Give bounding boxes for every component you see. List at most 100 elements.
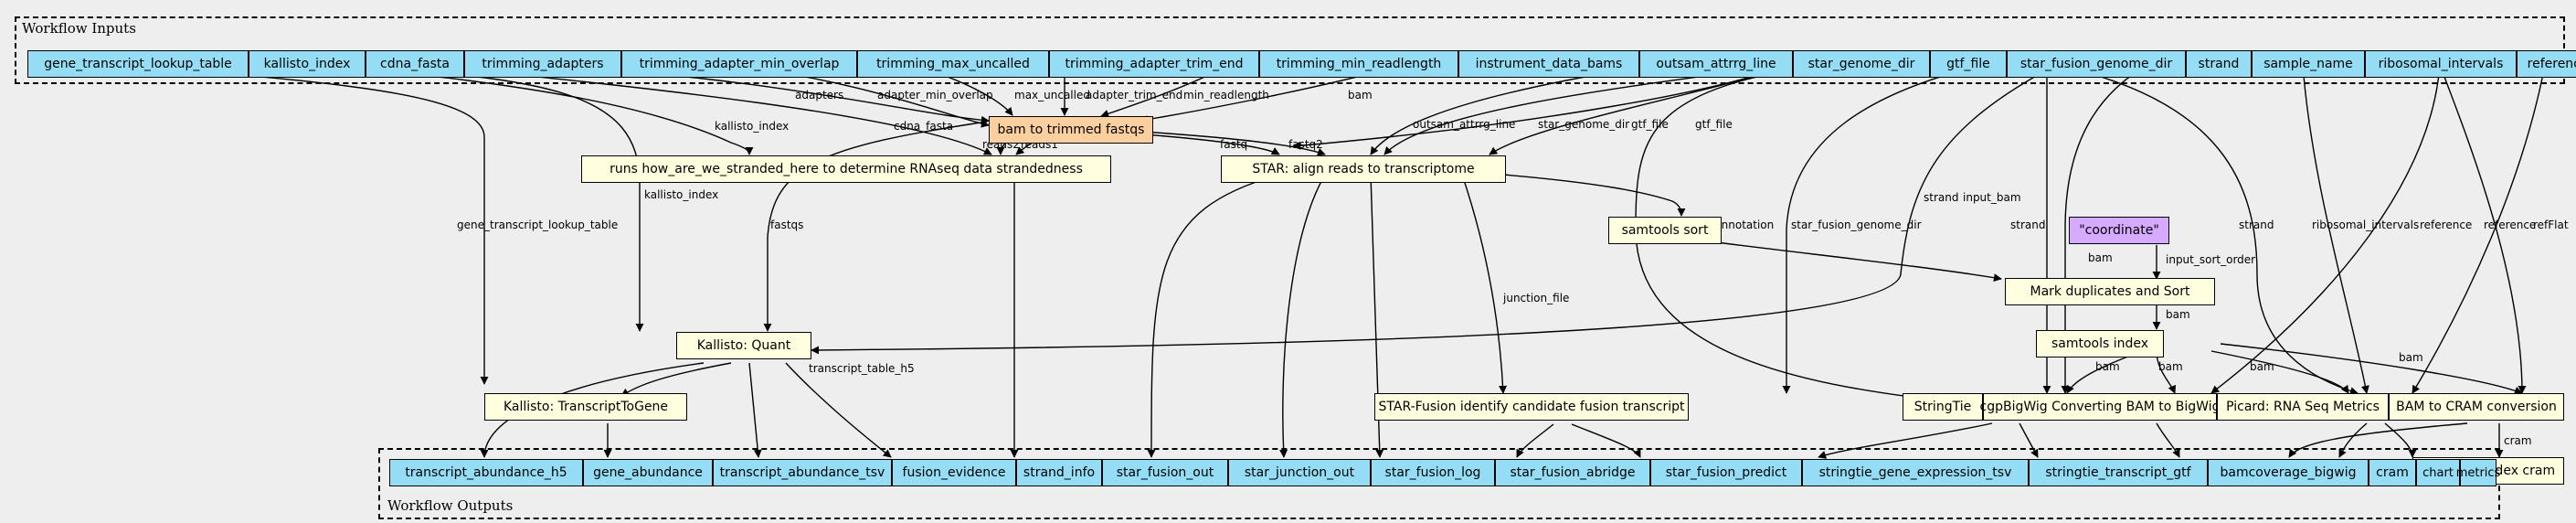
label-bam-cg: bam: [2158, 360, 2183, 373]
label-input-sort-order: input_sort_order: [2166, 253, 2255, 266]
output-gene-abundance[interactable]: gene_abundance: [583, 459, 713, 486]
input-outsam-attrrg-line[interactable]: outsam_attrrg_line: [1639, 50, 1793, 78]
task-samtools-index[interactable]: samtools index: [2036, 330, 2164, 358]
task-mark-duplicates[interactable]: Mark duplicates and Sort: [2005, 278, 2215, 305]
output-bamcoverage-bigwig[interactable]: bamcoverage_bigwig: [2208, 459, 2369, 486]
edge-ribosomal-intervals: [2302, 64, 2369, 394]
output-star-fusion-out[interactable]: star_fusion_out: [1102, 459, 1228, 486]
edge-to-metrics: [2384, 422, 2417, 458]
workflow-inputs-label: Workflow Inputs: [22, 20, 136, 37]
label-kallisto-index-b: kallisto_index: [644, 188, 718, 201]
output-strand-info[interactable]: strand_info: [1016, 459, 1102, 486]
task-picard-rnaseq-metrics[interactable]: Picard: RNA Seq Metrics: [2217, 393, 2389, 421]
label-kallisto-index: kallisto_index: [715, 120, 789, 133]
output-transcript-abundance-h5[interactable]: transcript_abundance_h5: [389, 459, 583, 486]
task-samtools-sort[interactable]: samtools sort: [1608, 217, 1722, 244]
task-stringtie[interactable]: StringTie: [1903, 393, 1983, 421]
edge-to-star-fusion-out: [1147, 174, 1280, 458]
output-star-fusion-log[interactable]: star_fusion_log: [1371, 459, 1495, 486]
task-coordinate-constant[interactable]: "coordinate": [2069, 217, 2169, 244]
edge-reference-a: [2210, 64, 2441, 394]
output-star-junction-out[interactable]: star_junction_out: [1228, 459, 1371, 486]
input-kallisto-index[interactable]: kallisto_index: [249, 50, 366, 78]
edge-strand-kq: [811, 64, 2057, 355]
input-trimming-adapters[interactable]: trimming_adapters: [464, 50, 621, 78]
label-fastq2: fastq2: [1288, 138, 1323, 151]
edge-to-chart: [2338, 422, 2368, 458]
label-gtf-file-b: gtf_file: [1695, 118, 1733, 131]
input-reference-fasta[interactable]: reference_fasta: [2517, 50, 2576, 78]
edge-bam-cr: [2220, 343, 2523, 395]
edge-refflat: [2412, 64, 2546, 394]
edge-to-star-fusion-predict: [1571, 423, 1641, 458]
input-instrument-data-bams[interactable]: instrument_data_bams: [1458, 50, 1639, 78]
task-star-fusion[interactable]: STAR-Fusion identify candidate fusion tr…: [1374, 393, 1689, 421]
output-chart[interactable]: chart: [2416, 459, 2460, 486]
input-sample-name[interactable]: sample_name: [2252, 50, 2365, 78]
edge-to-stringtie-gene: [1818, 422, 1993, 459]
task-bam-to-trimmed-fastqs[interactable]: bam to trimmed fastqs: [989, 116, 1153, 144]
label-star-genome-dir: star_genome_dir: [1538, 118, 1629, 131]
edge-fastq2: [1141, 131, 1326, 156]
edge-bam-sort: [1680, 237, 2002, 283]
label-fastqs: fastqs: [770, 219, 803, 231]
label-cdna-fasta: cdna_fasta: [894, 120, 953, 133]
edge-transcript-table-h5: [620, 362, 732, 397]
output-cram[interactable]: cram: [2369, 459, 2416, 486]
input-trimming-min-readlength[interactable]: trimming_min_readlength: [1259, 50, 1458, 78]
label-junction-file: junction_file: [1502, 292, 1569, 304]
input-gtf-file[interactable]: gtf_file: [1930, 50, 2007, 78]
label-gene-transcript-lookup: gene_transcript_lookup_table: [457, 219, 618, 231]
output-stringtie-gene-expression-tsv[interactable]: stringtie_gene_expression_tsv: [1802, 459, 2029, 486]
label-strand-b: strand: [2010, 219, 2045, 231]
label-adapter-trim-end: adapter_trim_end: [1086, 89, 1182, 101]
edge-junction-file: [1461, 174, 1508, 394]
label-fastq: fastq: [1220, 138, 1247, 151]
input-trimming-max-uncalled[interactable]: trimming_max_uncalled: [857, 50, 1049, 78]
edge-to-bigwig: [2156, 422, 2180, 458]
edge-to-star-junction-out: [1279, 174, 1326, 458]
input-gene-transcript-lookup-table[interactable]: gene_transcript_lookup_table: [27, 50, 249, 78]
edge-to-stringtie-gtf: [2019, 422, 2039, 458]
output-transcript-abundance-tsv[interactable]: transcript_abundance_tsv: [713, 459, 892, 486]
label-reference-b: reference: [2484, 219, 2536, 231]
input-strand[interactable]: strand: [2186, 50, 2252, 78]
input-trimming-adapter-trim-end[interactable]: trimming_adapter_trim_end: [1049, 50, 1259, 78]
label-min-readlength: min_readlength: [1183, 89, 1269, 101]
task-how-are-we-stranded[interactable]: runs how_are_we_stranded_here to determi…: [581, 155, 1111, 183]
output-metrics[interactable]: metrics: [2456, 459, 2500, 486]
label-bam-cr: bam: [2399, 351, 2423, 364]
output-star-fusion-predict[interactable]: star_fusion_predict: [1650, 459, 1802, 486]
task-kallisto-quant[interactable]: Kallisto: Quant: [676, 332, 811, 359]
label-input-bam: input_bam: [1963, 191, 2021, 204]
edge-strand-pi: [2055, 64, 2359, 395]
task-star-align[interactable]: STAR: align reads to transcriptome: [1221, 155, 1506, 183]
label-strand-a: strand: [1924, 191, 1958, 204]
input-cdna-fasta[interactable]: cdna_fasta: [366, 50, 464, 78]
label-max-uncalled: max_uncalled: [1014, 89, 1090, 101]
label-ribosomal-intervals: ribosomal_intervals: [2312, 219, 2419, 231]
edge-to-transcript-tsv: [748, 362, 762, 458]
input-ribosomal-intervals[interactable]: ribosomal_intervals: [2365, 50, 2517, 78]
label-reference-a: reference: [2420, 219, 2472, 231]
label-bam-pi: bam: [2250, 360, 2274, 373]
edge-gene-transcript-lookup: [127, 64, 489, 385]
edge-to-star-fusion-abridge: [1516, 423, 1554, 458]
task-bam-to-cram[interactable]: BAM to CRAM conversion: [2389, 393, 2564, 421]
input-star-fusion-genome-dir[interactable]: star_fusion_genome_dir: [2007, 50, 2186, 78]
edge-input-bam: [1502, 174, 1686, 217]
edge-to-fusion-evidence: [785, 362, 892, 458]
task-transcript-to-gene[interactable]: Kallisto: TranscriptToGene: [484, 393, 687, 421]
label-strand-c: strand: [2239, 219, 2274, 231]
input-star-genome-dir[interactable]: star_genome_dir: [1793, 50, 1930, 78]
label-bam-md: bam: [2166, 308, 2190, 321]
output-stringtie-transcript-gtf[interactable]: stringtie_transcript_gtf: [2029, 459, 2208, 486]
label-bam-st: bam: [2095, 360, 2120, 373]
output-fusion-evidence[interactable]: fusion_evidence: [892, 459, 1016, 486]
input-trimming-adapter-min-overlap[interactable]: trimming_adapter_min_overlap: [621, 50, 857, 78]
edge-to-cram: [2288, 422, 2468, 458]
label-refflat: refFlat: [2533, 219, 2569, 231]
output-star-fusion-abridge[interactable]: star_fusion_abridge: [1495, 459, 1650, 486]
label-bam-sort: bam: [2088, 251, 2113, 264]
task-cgpbigwig[interactable]: cgpBigWig Converting BAM to BigWig: [1980, 393, 2221, 421]
